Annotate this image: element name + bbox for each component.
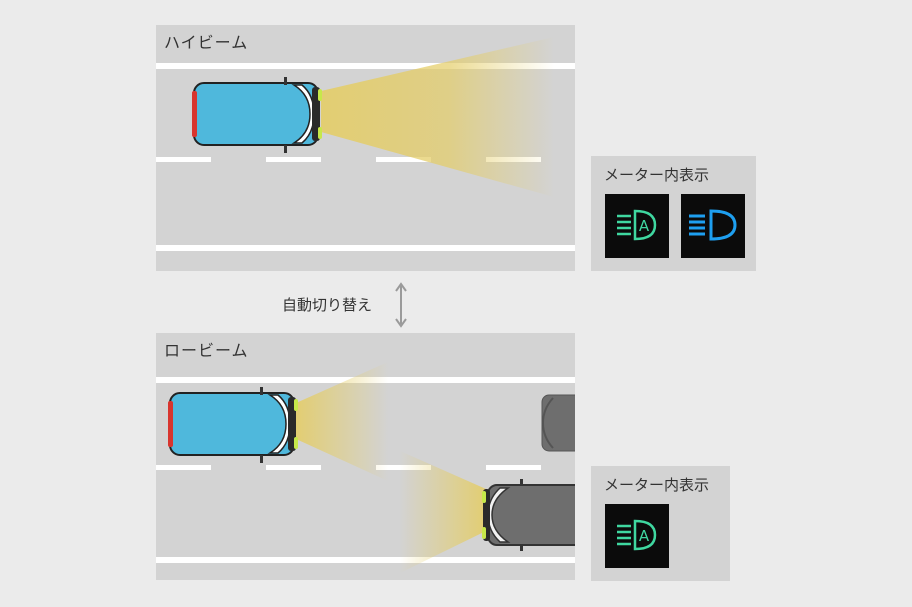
- meter-display-high: メーター内表示 A: [591, 156, 756, 271]
- oncoming-car: [482, 479, 575, 551]
- high-beam-indicator: [681, 194, 745, 258]
- auto-high-beam-icon: A: [605, 504, 669, 568]
- own-car-high: [190, 77, 328, 153]
- own-car-low: [166, 387, 304, 463]
- meter-label: メーター内表示: [604, 164, 709, 185]
- auto-high-beam-indicator: A: [605, 504, 669, 568]
- low-beam-scene: ロービーム: [156, 333, 575, 580]
- high-beam-icon: [681, 194, 745, 258]
- svg-text:A: A: [639, 527, 650, 545]
- svg-text:A: A: [639, 217, 650, 235]
- up-down-arrow-icon: [394, 281, 408, 329]
- auto-high-beam-indicator: A: [605, 194, 669, 258]
- preceding-car: [539, 393, 575, 453]
- meter-display-low: メーター内表示 A: [591, 466, 730, 581]
- meter-label: メーター内表示: [604, 474, 709, 495]
- high-beam-scene: ハイビーム: [156, 25, 575, 271]
- auto-switch-label: 自動切り替え: [282, 294, 372, 315]
- auto-high-beam-icon: A: [605, 194, 669, 258]
